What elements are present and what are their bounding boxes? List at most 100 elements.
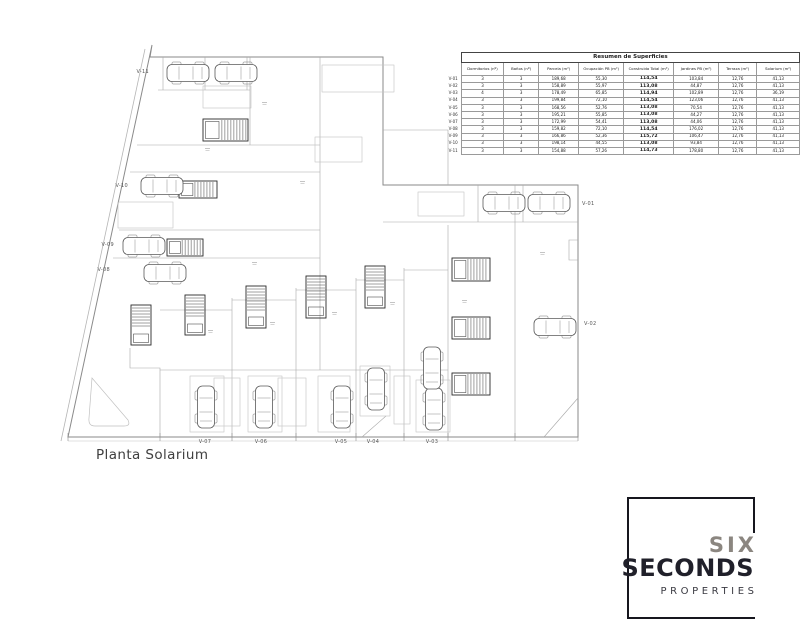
- table-cell: 72,10: [578, 125, 624, 134]
- table-cell: 41,13: [756, 82, 800, 91]
- table-cell: 114,54: [622, 74, 675, 84]
- logo-frame: [627, 497, 755, 619]
- table-cell: Jardines PB (m²): [673, 62, 719, 76]
- table-cell: 3: [503, 118, 539, 127]
- table-cell: 12,76: [717, 139, 758, 148]
- table-cell: 12,76: [717, 96, 758, 105]
- table-cell: 44,87: [673, 82, 719, 91]
- unit-label: V-08: [98, 267, 111, 273]
- logo-word-properties: PROPERTIES: [660, 586, 758, 598]
- table-cell: 178,80: [673, 146, 719, 156]
- row-label: [433, 53, 461, 63]
- table-cell: 103,84: [673, 74, 719, 84]
- table-cell: 172,99: [537, 118, 580, 127]
- logo-word-seconds: SECONDS: [621, 554, 754, 582]
- table-cell: 3: [503, 103, 539, 112]
- table-cell: 3: [460, 82, 505, 91]
- table-cell: Parcela (m²): [537, 62, 580, 76]
- table-cell: 3: [503, 89, 539, 98]
- unit-label: V-02: [584, 321, 597, 327]
- row-label: [433, 63, 461, 76]
- table-cell: Construida Total (m²): [622, 62, 675, 76]
- car-icon: [422, 387, 446, 431]
- table-cell: 113,08: [622, 103, 675, 112]
- table-cell: 41,13: [756, 96, 800, 105]
- table-cell: 114,73: [622, 146, 675, 156]
- unit-label: V-05: [335, 439, 348, 445]
- table-cell: 41,13: [756, 74, 800, 84]
- table-cell: 36,19: [756, 89, 800, 98]
- car-icon: [140, 174, 184, 198]
- table-row: Dormitorios (nº)Baños (nº)Parcela (m²)Oc…: [433, 62, 800, 76]
- staircase-icon: [202, 118, 249, 142]
- table-cell: 102,89: [673, 89, 719, 98]
- table-cell: 41,13: [756, 146, 800, 156]
- table-cell: 52,36: [578, 132, 624, 141]
- table-cell: 52,76: [578, 103, 624, 112]
- table-cell: 44,27: [673, 110, 719, 120]
- unit-label: V-03: [426, 439, 439, 445]
- table-row: Resumen de Superficies: [433, 52, 800, 63]
- car-icon: [214, 61, 258, 85]
- plan-title: Planta Solarium: [96, 447, 209, 463]
- table-cell: 12,76: [717, 118, 758, 127]
- table-cell: 41,13: [756, 125, 800, 134]
- logo-frame-right: [752, 497, 755, 533]
- table-cell: 44,55: [578, 139, 624, 148]
- table-cell: 44,06: [673, 118, 719, 127]
- table-cell: 55,85: [578, 110, 624, 120]
- table-cell: 198,14: [537, 139, 580, 148]
- staircase-icon: [451, 316, 491, 340]
- table-cell: 41,13: [756, 103, 800, 112]
- table-cell: 158,89: [537, 82, 580, 91]
- staircase-icon: [451, 372, 491, 396]
- table-cell: 3: [503, 132, 539, 141]
- table-cell: 65,85: [578, 89, 624, 98]
- table-cell: 55,97: [578, 82, 624, 91]
- table-cell: 154,88: [537, 146, 580, 156]
- unit-label: V-04: [367, 439, 380, 445]
- staircase-icon: [305, 275, 327, 319]
- table-cell: 3: [503, 96, 539, 105]
- car-icon: [194, 385, 218, 429]
- table-cell: 106,47: [673, 132, 719, 141]
- table-cell: 3: [503, 74, 539, 84]
- car-icon: [364, 367, 388, 411]
- table-cell: 3: [460, 125, 505, 134]
- car-icon: [122, 234, 166, 258]
- car-icon: [143, 261, 187, 285]
- row-label: V-08: [448, 126, 458, 132]
- table-cell: Ocupación PB (m²): [578, 62, 624, 76]
- staircase-icon: [166, 238, 204, 257]
- table-cell: Resumen de Superficies: [460, 52, 800, 63]
- table-cell: 41,13: [756, 110, 800, 120]
- table-cell: 113,08: [622, 110, 675, 120]
- table-cell: 72,10: [578, 96, 624, 105]
- table-cell: 12,76: [717, 146, 758, 156]
- car-icon: [420, 346, 444, 390]
- table-cell: Dormitorios (nº): [460, 62, 505, 76]
- table-cell: 115,72: [622, 132, 675, 141]
- car-icon: [330, 385, 354, 429]
- staircase-icon: [184, 294, 206, 336]
- table-cell: 189,68: [537, 74, 580, 84]
- table-cell: 54,41: [578, 118, 624, 127]
- table-cell: 113,08: [622, 82, 675, 91]
- table-cell: 93,84: [673, 139, 719, 148]
- staircase-icon: [245, 285, 267, 329]
- table-cell: Solarium (m²): [756, 62, 800, 76]
- unit-label: V-07: [199, 439, 212, 445]
- row-label: V-01: [448, 75, 458, 81]
- logo: SIX SECONDS PROPERTIES: [622, 497, 755, 619]
- table-cell: 3: [503, 146, 539, 156]
- table-cell: 3: [460, 139, 505, 148]
- car-icon: [482, 191, 526, 215]
